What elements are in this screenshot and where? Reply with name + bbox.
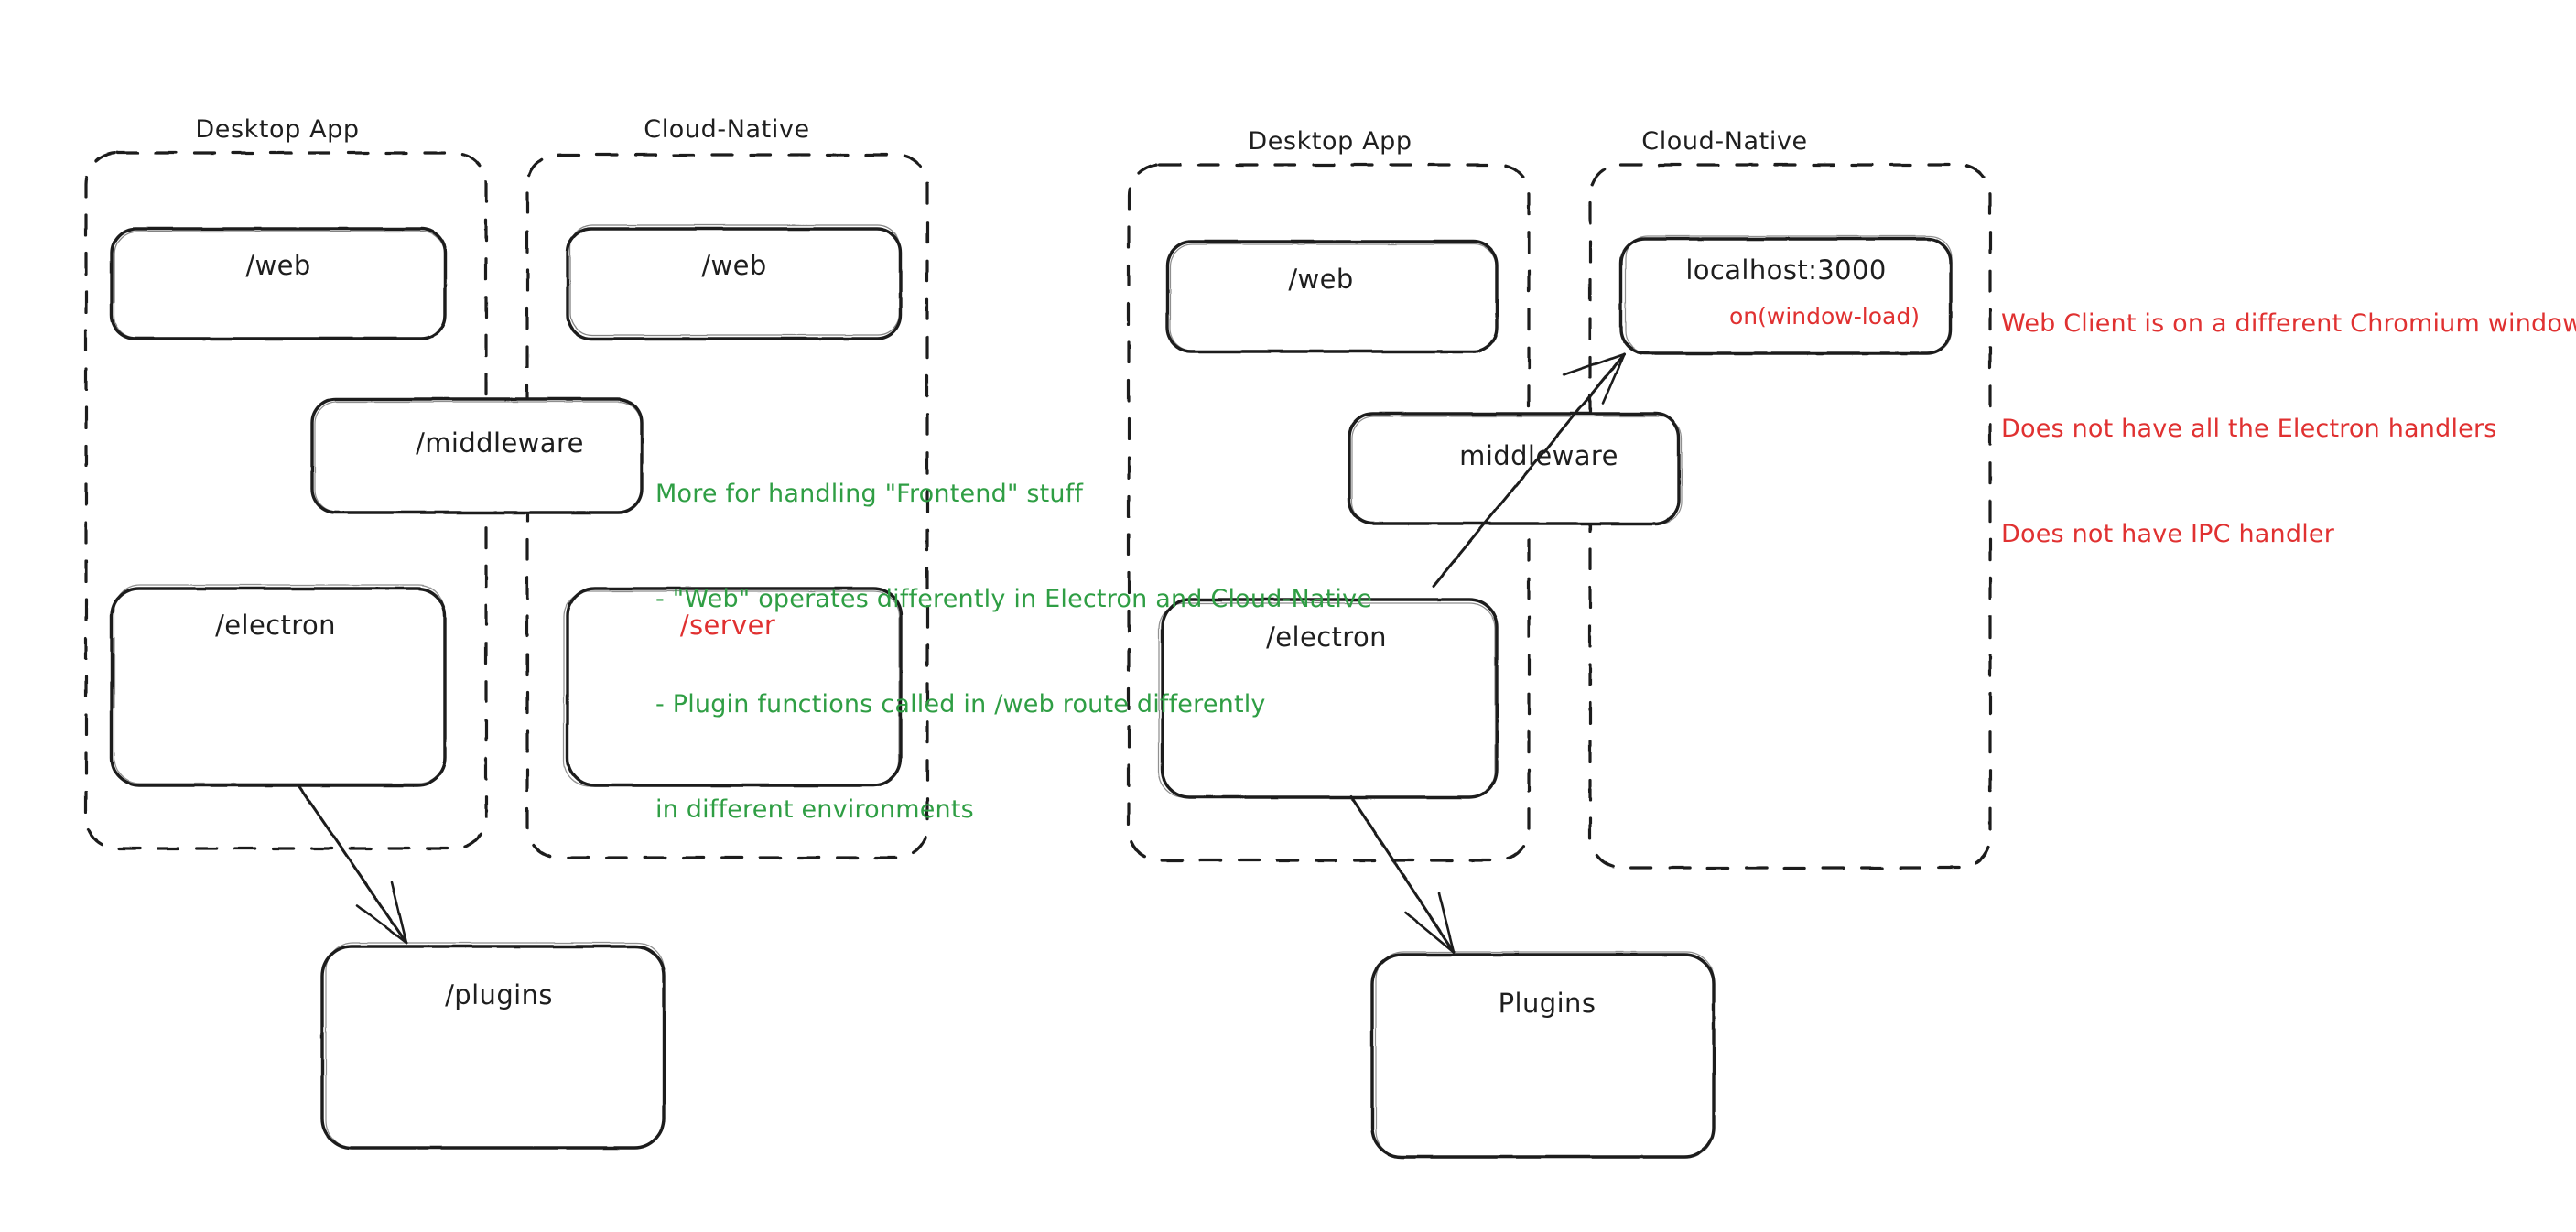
node-left-middleware[interactable] [310, 397, 644, 514]
node-left-electron[interactable] [110, 584, 447, 787]
node-left-server[interactable] [563, 587, 903, 787]
node-right-plugins[interactable] [1370, 951, 1716, 1159]
node-right-desktop-web[interactable] [1165, 240, 1499, 353]
node-left-desktop-web[interactable] [110, 227, 447, 340]
arrow-right-electron-to-plugins [1349, 794, 1456, 954]
node-right-localhost[interactable] [1619, 235, 1953, 355]
node-right-electron[interactable] [1158, 598, 1499, 799]
node-left-cloud-web[interactable] [566, 224, 903, 340]
node-right-middleware[interactable] [1348, 412, 1683, 525]
node-left-plugins[interactable] [320, 942, 666, 1150]
arrow-right-electron-to-localhost [1432, 352, 1626, 588]
arrow-left-electron-to-plugins [297, 784, 408, 945]
